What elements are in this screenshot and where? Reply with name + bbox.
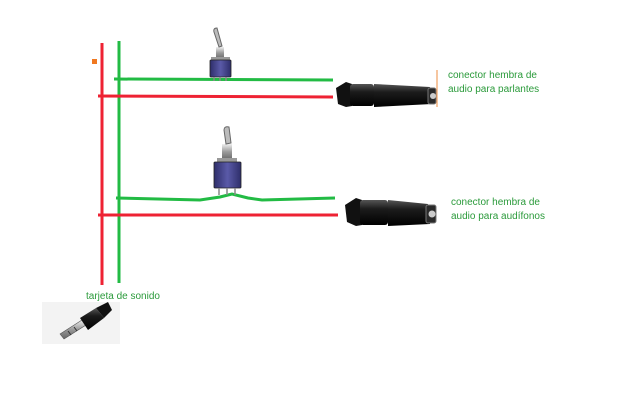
headphones-jack-label-line-1: conector hembra de — [451, 197, 540, 208]
speakers-jack-label: conector hembra de audio para parlantes — [448, 69, 539, 97]
toggle-switch-icon — [213, 126, 242, 195]
speakers-jack-label-line-2: audio para parlantes — [448, 84, 540, 95]
green-wire-bottom — [115, 192, 336, 202]
green-wire-top — [113, 77, 334, 82]
male-audio-plug-icon — [42, 302, 120, 344]
female-audio-jack-icon — [336, 70, 438, 107]
headphones-jack-label-line-2: audio para audífonos — [451, 211, 545, 222]
female-audio-jack-icon — [345, 198, 437, 226]
headphones-jack-label: conector hembra de audio para audífonos — [451, 196, 545, 224]
sound-card-label: tarjeta de sonido — [86, 291, 160, 302]
speakers-jack-label-line-1: conector hembra de — [448, 70, 537, 81]
red-wire-top — [97, 94, 334, 99]
orange-marker — [92, 59, 97, 64]
toggle-switch-icon — [209, 27, 232, 81]
